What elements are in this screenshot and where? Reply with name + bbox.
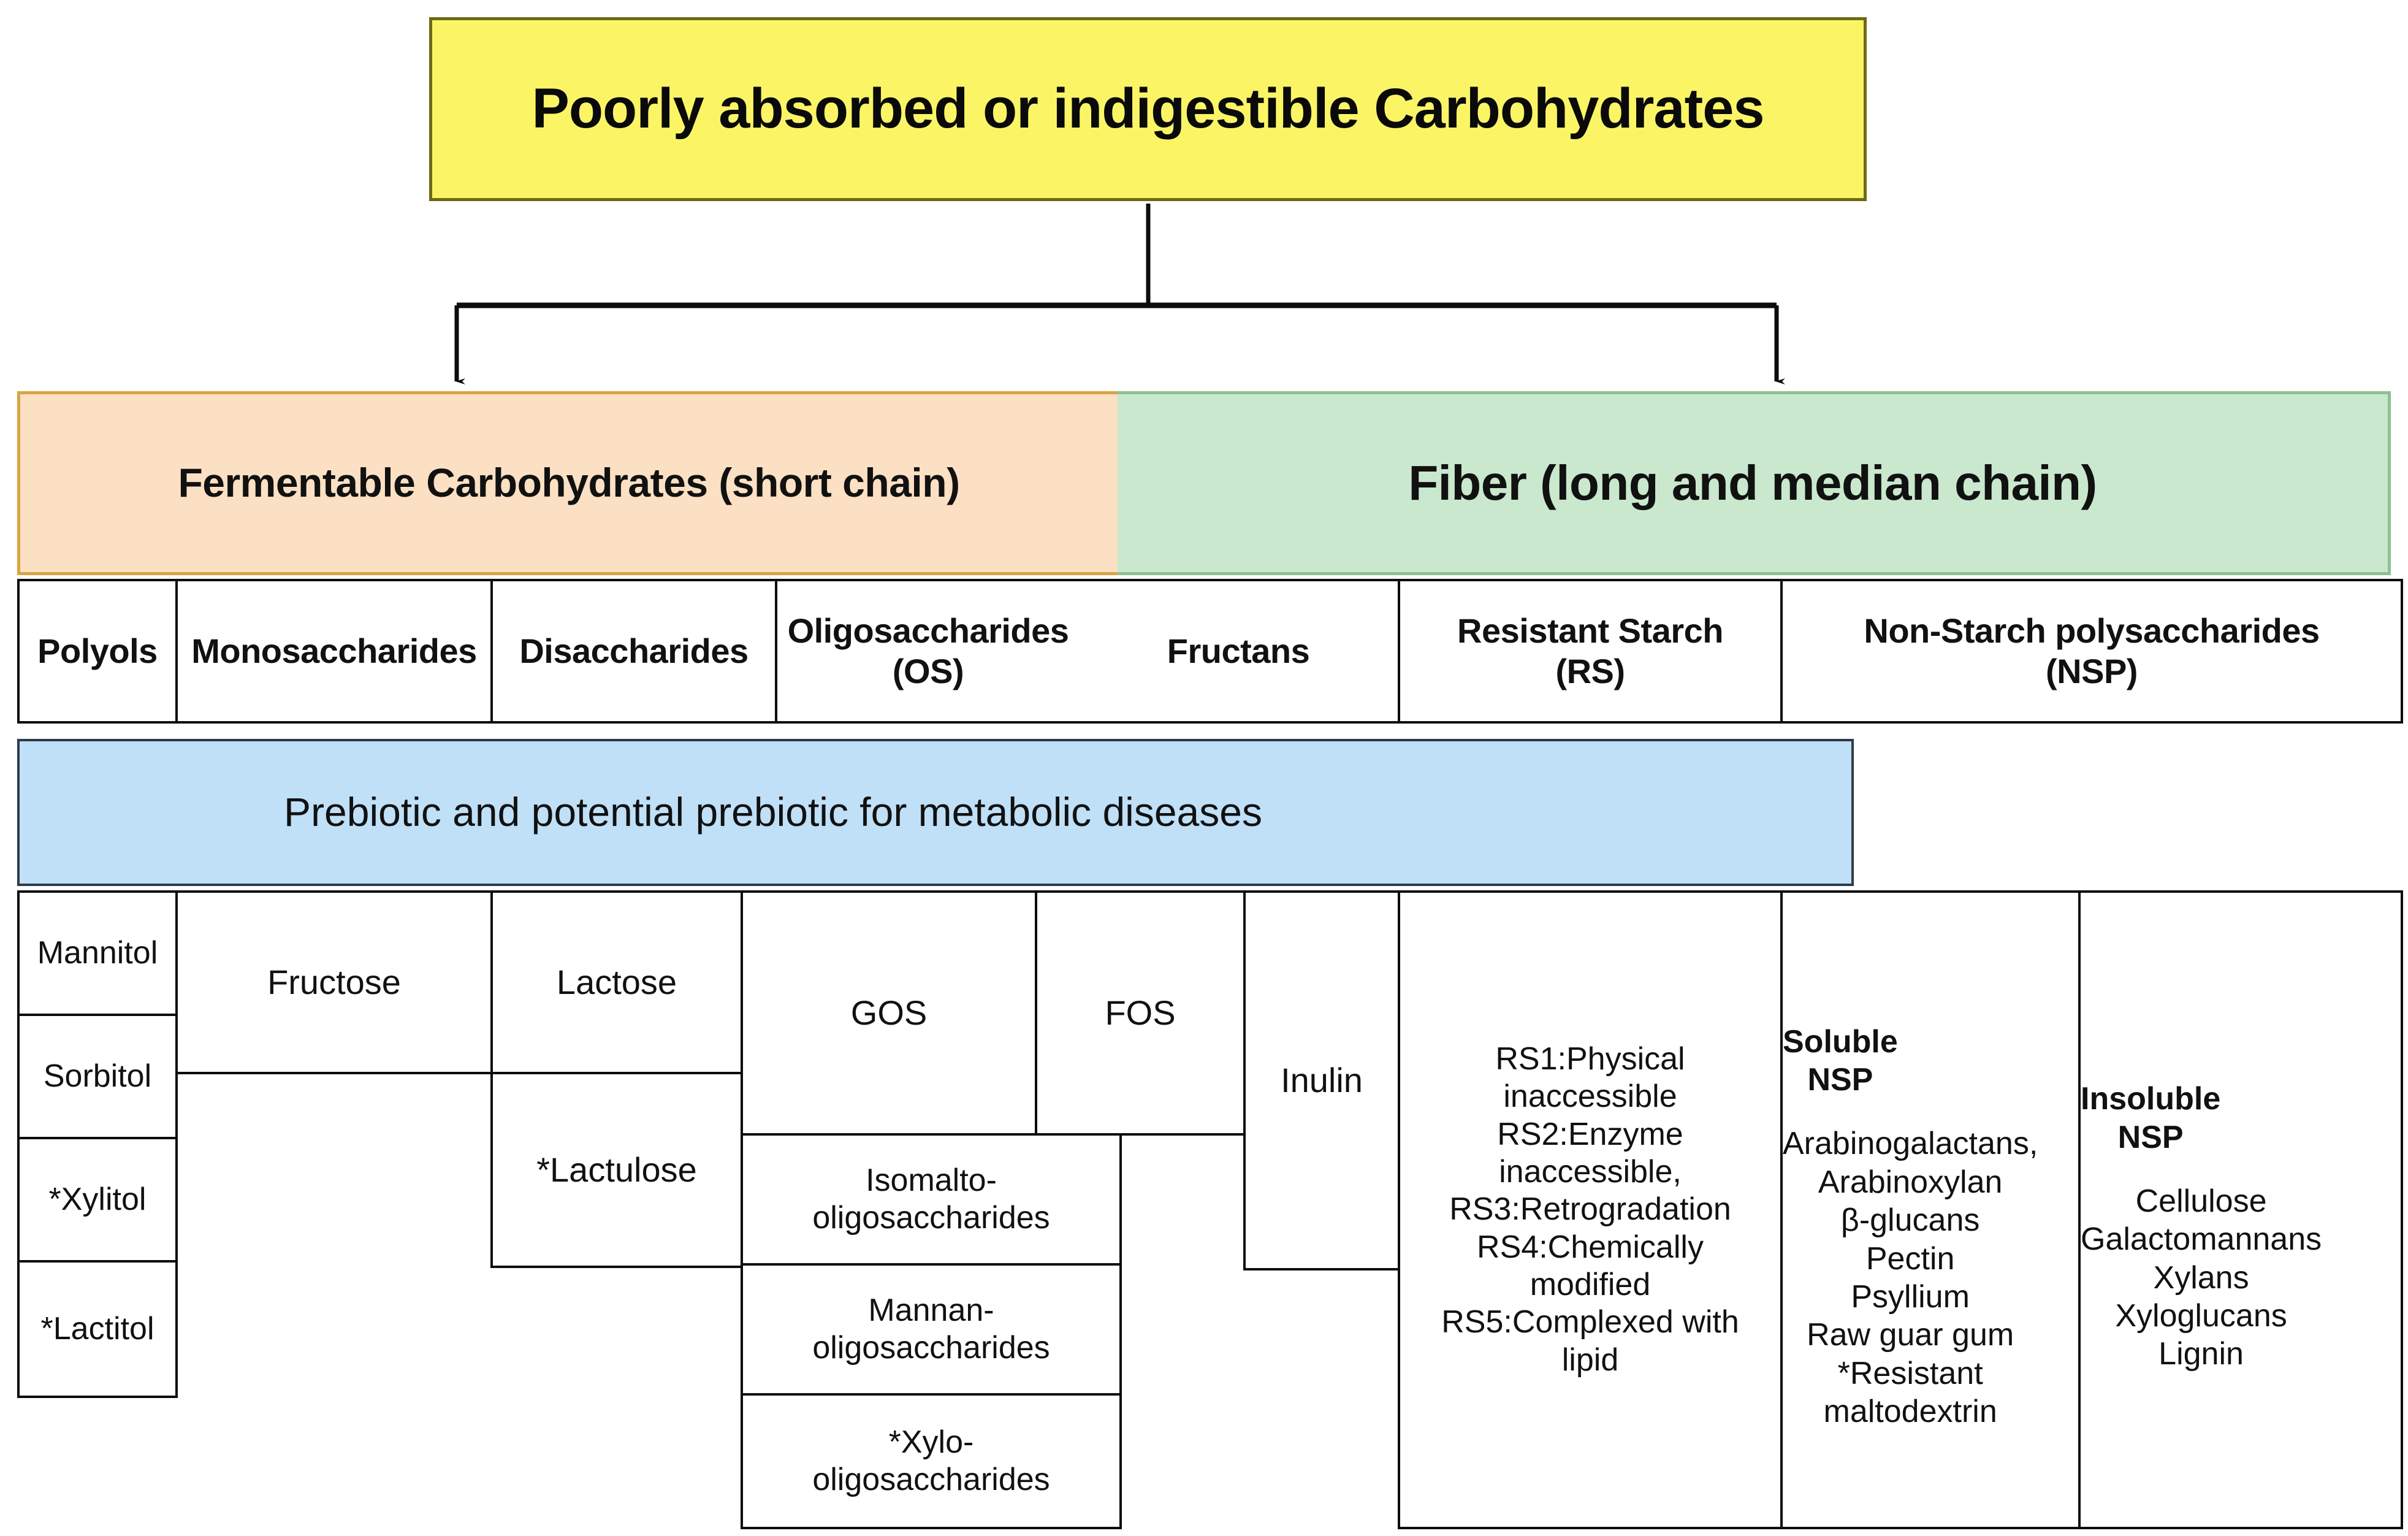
category-resistant-starch: Resistant Starch (RS) bbox=[1398, 579, 1783, 724]
detail-fructose-label: Fructose bbox=[267, 962, 401, 1001]
detail-resistant-starch-list: RS1:Physical inaccessible RS2:Enzyme ina… bbox=[1441, 1041, 1739, 1378]
detail-mannan-oligosaccharides: Mannan- oligosaccharides bbox=[741, 1263, 1122, 1396]
detail-insoluble-nsp-heading: Insoluble NSP bbox=[2081, 1081, 2221, 1155]
detail-gos-label: GOS bbox=[850, 993, 928, 1032]
branch-fermentable-carbohydrates: Fermentable Carbohydrates (short chain) bbox=[17, 391, 1118, 575]
detail-isomalto-label: Isomalto- oligosaccharides bbox=[812, 1162, 1050, 1236]
detail-gos: GOS bbox=[741, 890, 1037, 1136]
category-resistant-starch-label: Resistant Starch (RS) bbox=[1457, 611, 1723, 690]
branch-fiber-label: Fiber (long and median chain) bbox=[1408, 456, 2097, 510]
detail-fructose: Fructose bbox=[175, 890, 493, 1074]
detail-inulin-label: Inulin bbox=[1281, 1060, 1363, 1099]
detail-sorbitol-label: Sorbitol bbox=[43, 1058, 152, 1094]
category-polyols-label: Polyols bbox=[37, 631, 158, 670]
detail-xylo-label: *Xylo- oligosaccharides bbox=[812, 1424, 1050, 1497]
detail-xylitol: *Xylitol bbox=[17, 1137, 178, 1263]
detail-lactitol: *Lactitol bbox=[17, 1260, 178, 1398]
detail-inulin: Inulin bbox=[1243, 890, 1400, 1270]
category-monosaccharides-label: Monosaccharides bbox=[191, 631, 477, 670]
detail-xylo-oligosaccharides: *Xylo- oligosaccharides bbox=[741, 1393, 1122, 1529]
category-nsp-label: Non-Starch polysaccharides (NSP) bbox=[1864, 611, 2320, 690]
detail-insoluble-nsp: Insoluble NSP Cellulose Galactomannans X… bbox=[2078, 890, 2403, 1529]
detail-resistant-starch: RS1:Physical inaccessible RS2:Enzyme ina… bbox=[1398, 890, 1783, 1529]
detail-isomalto-oligosaccharides: Isomalto- oligosaccharides bbox=[741, 1133, 1122, 1266]
branch-fiber: Fiber (long and median chain) bbox=[1118, 391, 2391, 575]
prebiotic-band-label: Prebiotic and potential prebiotic for me… bbox=[284, 789, 1262, 835]
detail-xylitol-label: *Xylitol bbox=[48, 1181, 147, 1217]
page-title: Poorly absorbed or indigestible Carbohyd… bbox=[532, 77, 1764, 140]
detail-soluble-nsp-items: Arabinogalactans, Arabinoxylan β-glucans… bbox=[1783, 1126, 2038, 1430]
detail-fos-label: FOS bbox=[1105, 993, 1176, 1032]
branch-fermentable-label: Fermentable Carbohydrates (short chain) bbox=[178, 460, 960, 506]
detail-lactose-label: Lactose bbox=[556, 962, 677, 1001]
category-fructans-label: Fructans bbox=[1167, 631, 1310, 670]
detail-lactulose-label: *Lactulose bbox=[536, 1150, 697, 1189]
detail-insoluble-nsp-items: Cellulose Galactomannans Xylans Xylogluc… bbox=[2081, 1183, 2322, 1372]
detail-sorbitol: Sorbitol bbox=[17, 1014, 178, 1139]
detail-mannitol: Mannitol bbox=[17, 890, 178, 1016]
category-disaccharides: Disaccharides bbox=[490, 579, 777, 724]
category-non-starch-polysaccharides: Non-Starch polysaccharides (NSP) bbox=[1780, 579, 2403, 724]
detail-lactulose: *Lactulose bbox=[490, 1072, 743, 1268]
category-oligosaccharides-label: Oligosaccharides (OS) bbox=[787, 611, 1069, 690]
category-oligosaccharides: Oligosaccharides (OS) bbox=[775, 579, 1081, 724]
category-fructans: Fructans bbox=[1079, 579, 1400, 724]
detail-soluble-nsp-heading: Soluble NSP bbox=[1783, 1023, 1898, 1098]
detail-mannitol-label: Mannitol bbox=[37, 934, 158, 971]
detail-soluble-nsp: Soluble NSP Arabinogalactans, Arabinoxyl… bbox=[1780, 890, 2081, 1529]
detail-fos: FOS bbox=[1035, 890, 1246, 1136]
category-monosaccharides: Monosaccharides bbox=[175, 579, 493, 724]
detail-mannan-label: Mannan- oligosaccharides bbox=[812, 1292, 1050, 1366]
detail-lactose: Lactose bbox=[490, 890, 743, 1074]
category-disaccharides-label: Disaccharides bbox=[519, 631, 749, 670]
detail-lactitol-label: *Lactitol bbox=[40, 1310, 154, 1347]
category-polyols: Polyols bbox=[17, 579, 178, 724]
prebiotic-band: Prebiotic and potential prebiotic for me… bbox=[17, 739, 1854, 886]
title-box: Poorly absorbed or indigestible Carbohyd… bbox=[429, 17, 1867, 201]
